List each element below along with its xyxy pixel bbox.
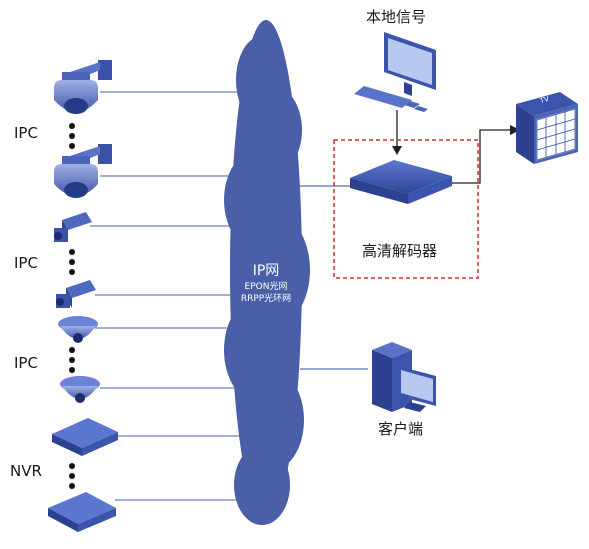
left-connection-lines (90, 91, 240, 501)
label-hd-decoder: 高清解码器 (362, 242, 438, 260)
ellipsis-dome (69, 347, 75, 373)
dome-camera-2 (60, 376, 100, 403)
bullet-camera-1 (54, 212, 92, 242)
tv-wall (516, 92, 578, 164)
label-client: 客户端 (378, 420, 424, 438)
ptz-camera-2 (54, 144, 112, 198)
label-ipc-3: IPC (14, 354, 38, 372)
right-connection-lines (300, 110, 520, 370)
ellipsis-ptz (69, 123, 75, 149)
ptz-camera-1 (54, 60, 112, 114)
client-pc (372, 342, 436, 412)
cloud-title: IP网 (252, 263, 280, 279)
label-ipc-2: IPC (14, 254, 38, 272)
nvr-device-1 (52, 418, 118, 456)
arrowhead-to-decoder (392, 146, 402, 155)
label-ipc-1: IPC (14, 124, 38, 142)
cloud-subtitle-epon: EPON光网 (244, 282, 288, 292)
ip-network-cloud (224, 20, 310, 525)
local-monitor (354, 32, 436, 112)
dome-camera-1 (58, 316, 98, 343)
arrowhead-to-tv (510, 125, 520, 135)
cloud-subtitle-rrpp: RRPP光环网 (240, 294, 292, 304)
ellipsis-nvr (69, 463, 75, 489)
decoder-highlight-box (333, 139, 479, 279)
hd-decoder-device (350, 160, 452, 204)
line-decoder-tv (452, 129, 510, 184)
label-local-signal: 本地信号 (366, 8, 427, 26)
bullet-camera-2 (56, 280, 96, 308)
label-nvr: NVR (10, 462, 42, 480)
nvr-device-2 (48, 492, 116, 532)
ellipsis-bullet (69, 249, 75, 275)
